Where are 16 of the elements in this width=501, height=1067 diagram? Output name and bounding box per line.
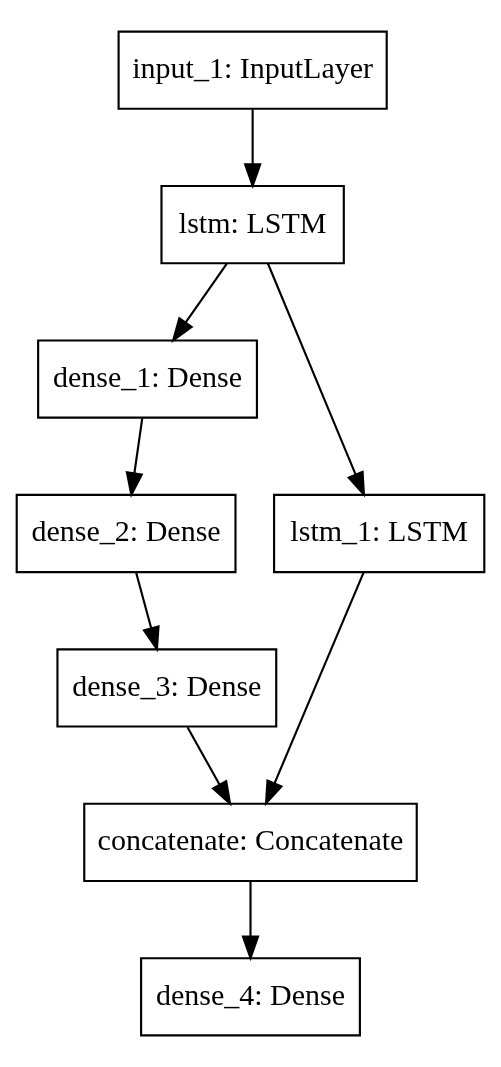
node-box: dense_3: Dense <box>56 648 278 728</box>
node-box: dense_1: Dense <box>37 339 258 419</box>
node-box: input_1: InputLayer <box>117 30 388 110</box>
node-box: concatenate: Concatenate <box>83 802 418 883</box>
arrow <box>243 109 262 190</box>
node-box: lstm: LSTM <box>160 184 345 265</box>
arrow <box>266 263 366 498</box>
node-box: dense_2: Dense <box>15 493 237 574</box>
node-box: dense_4: Dense <box>140 957 361 1037</box>
node-box: lstm_1: LSTM <box>273 493 486 574</box>
arrow <box>264 571 365 807</box>
arrow <box>171 263 228 343</box>
arrow <box>135 572 160 653</box>
arrow <box>241 881 260 962</box>
arrow <box>186 726 232 807</box>
arrow <box>125 418 144 498</box>
